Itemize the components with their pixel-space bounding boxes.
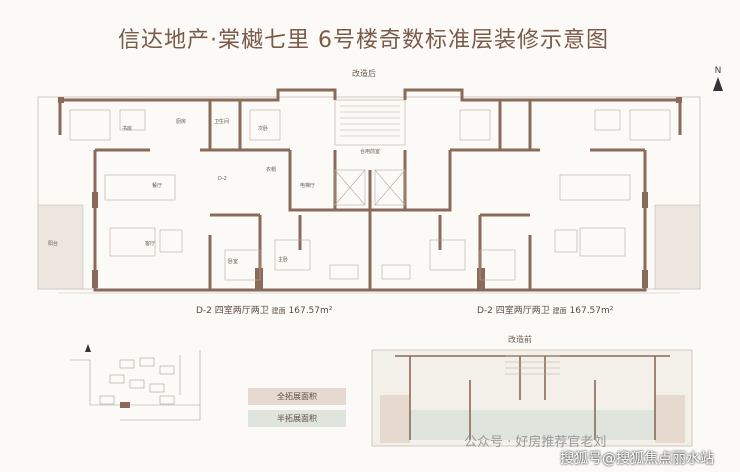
room-label-kitchen: 厨房 [176,119,187,125]
room-label-balcony: 阳台 [48,241,59,247]
before-renovation-label: 改造前 [508,335,532,344]
watermark-wechat: 公众号 · 好房推荐官老刘 [464,435,607,450]
unit-left-area-prefix: 建面 [271,307,286,315]
stair-core [334,99,406,206]
room-label-study: 书房 [122,126,133,132]
legend-swatch-full [248,388,346,405]
left-terrace [37,204,84,290]
room-label-elevator-hall: 电梯厅 [300,183,316,189]
site-north-icon [85,344,91,352]
building-6-marker [120,402,130,408]
north-arrow-icon [713,77,723,91]
room-label-bathroom: 卫生间 [214,119,230,125]
before-plan [371,349,693,447]
room-label-second-bedroom: 次卧 [258,126,269,132]
room-label-d2: D-2 [218,176,227,182]
room-label-closet: 衣帽 [266,167,277,173]
room-label-master-bedroom: 主卧 [278,257,289,263]
unit-left-name: D-2 四室两厅两卫 [196,306,269,316]
site-map [70,350,201,421]
legend-full-expansion: 全拓展面积 [277,392,317,401]
room-label-bedroom: 卧室 [228,259,239,265]
right-terrace [654,204,701,290]
watermark-sohu: 搜狐号@搜狐焦点丽水站 [560,451,714,467]
room-label-living: 客厅 [145,241,156,247]
furniture-group [69,109,671,281]
unit-right-area: 167.57m² [569,306,614,316]
room-label-shared-lobby: 合用前室 [360,149,381,155]
unit-right-area-prefix: 建面 [552,307,567,315]
north-compass: N [708,66,728,91]
room-label-dining: 餐厅 [152,183,163,189]
unit-right-label: D-2 四室两厅两卫 建面 167.57m² [477,303,613,316]
after-renovation-label: 改造后 [352,69,376,78]
unit-left-label: D-2 四室两厅两卫 建面 167.57m² [196,303,332,316]
legend-swatch-half [248,410,346,427]
page-title: 信达地产·棠樾七里 6号楼奇数标准层装修示意图 [118,28,609,53]
legend-half-expansion: 半拓展面积 [277,414,317,423]
column-group [58,97,682,290]
wall-group [58,88,682,292]
unit-left-area: 167.57m² [288,306,333,316]
north-label: N [714,66,722,76]
unit-right-name: D-2 四室两厅两卫 [477,306,550,316]
